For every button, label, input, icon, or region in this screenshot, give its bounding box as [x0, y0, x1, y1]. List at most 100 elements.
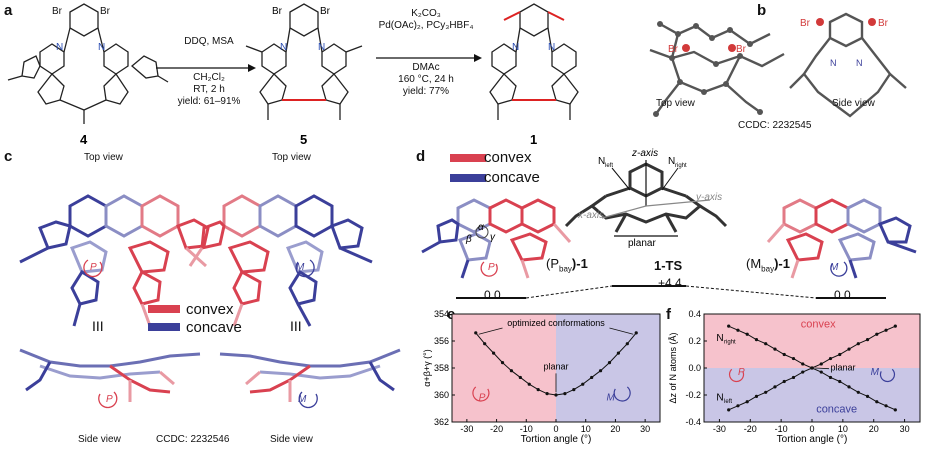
data-point	[764, 390, 768, 394]
convex-legend-swatch	[450, 154, 486, 162]
bay-subscript: bay	[761, 264, 775, 274]
data-point	[625, 342, 629, 346]
n-left-label: N	[716, 392, 723, 403]
p-isomer-prefix: (P	[546, 256, 559, 271]
top-view-caption: Top view	[272, 152, 311, 163]
data-point	[856, 342, 860, 346]
condition-text: DMAc	[412, 62, 440, 73]
m-bay-rotation-icon	[613, 386, 631, 402]
step1-conditions: DDQ, MSA	[170, 36, 248, 48]
x-tick-label: -20	[744, 424, 757, 434]
energy-m: 0.0	[834, 288, 851, 302]
legend-concave-label: concave	[186, 319, 242, 336]
data-point	[838, 379, 842, 384]
br-label: Br	[736, 44, 747, 55]
m-bay-label: M	[871, 367, 880, 378]
bay-subscript: bay	[559, 264, 572, 274]
m-bay-side-model	[219, 348, 401, 402]
x-tick-label: 20	[869, 424, 879, 434]
y-axis-label: α+β+γ (°)	[422, 349, 432, 387]
data-point	[791, 375, 796, 380]
data-point	[736, 404, 740, 408]
side-view-caption: Side view	[78, 434, 121, 445]
data-point	[810, 366, 814, 370]
br-label: Br	[668, 44, 679, 55]
data-point	[554, 393, 558, 397]
y-tick-label: 354	[434, 309, 449, 319]
shaded-region	[704, 368, 920, 422]
p-bay-label: P	[488, 262, 495, 273]
compound-1-label: 1	[530, 132, 537, 147]
data-point	[492, 351, 496, 355]
step1-conditions-below: CH₂Cl₂ RT, 2 h yield: 61–91%	[170, 72, 248, 108]
n-atom-label: N	[280, 42, 287, 53]
data-point	[563, 392, 567, 396]
m-bay-rotation-icon	[879, 368, 896, 383]
x-tick-label: -10	[520, 424, 533, 434]
n-right-label: N	[716, 333, 723, 344]
mirror-plane-left: III	[92, 318, 104, 334]
y-tick-label: 356	[434, 336, 449, 346]
data-point	[801, 370, 805, 374]
shaded-region	[452, 314, 556, 422]
n-left-subscript: left	[724, 399, 732, 405]
planar-label: planar	[628, 238, 656, 249]
data-point	[754, 394, 759, 398]
n-atom-label: N	[512, 42, 519, 53]
n-atom-label: N	[830, 58, 837, 68]
p-bay-rotation-icon	[472, 386, 490, 402]
data-point	[764, 342, 768, 346]
n-right-subscript: right	[675, 163, 687, 169]
compound-4-structure	[7, 3, 169, 124]
data-point	[838, 352, 842, 357]
panel-label-c: c	[4, 148, 13, 165]
data-point	[875, 400, 879, 404]
concave-legend-swatch	[450, 174, 486, 182]
n-atom-label: N	[56, 42, 63, 53]
x-tick-label: -10	[775, 424, 788, 434]
br-label: Br	[320, 6, 331, 17]
p-bay-label: P	[479, 392, 486, 403]
condition-text: K₂CO₃	[411, 8, 441, 19]
beta-angle-label: β	[465, 234, 472, 245]
ccdc-label-b: CCDC: 2232545	[738, 120, 812, 131]
n-atom-label: N	[856, 58, 863, 68]
data-point	[745, 400, 749, 404]
mirror-plane-right: III	[290, 318, 302, 334]
data-point	[518, 375, 522, 380]
concave-legend-swatch	[148, 323, 180, 331]
x-axis-label: Tortion angle (°)	[777, 434, 848, 445]
m-isomer-prefix: (M	[746, 256, 762, 271]
annotation-planar: planar	[543, 361, 568, 371]
legend-convex-label: convex	[186, 301, 234, 318]
data-point	[782, 352, 786, 357]
data-point	[745, 332, 749, 336]
p-isomer-label: (Pbay)-1	[546, 256, 588, 274]
data-point	[581, 382, 585, 386]
annotation-arrow	[815, 367, 829, 370]
step2-conditions-below: DMAc 160 °C, 24 h yield: 77%	[370, 62, 482, 98]
compound-5-label: 5	[300, 132, 307, 147]
n-atom-label: N	[318, 42, 325, 53]
data-point	[727, 408, 731, 412]
data-point	[884, 404, 888, 408]
convex-legend-swatch	[148, 305, 180, 313]
n-right-label: N	[668, 156, 675, 167]
condition-text: yield: 77%	[402, 86, 450, 97]
data-point	[847, 347, 851, 351]
compound-5-structure	[245, 3, 363, 120]
z-axis-label: z-axis	[631, 148, 658, 159]
condition-text: 160 °C, 24 h	[398, 74, 454, 85]
data-point	[782, 379, 786, 384]
data-point	[474, 331, 478, 335]
data-point	[828, 375, 833, 380]
annotation-arrow	[609, 327, 634, 335]
condition-text: Pd(OAc)₂, PCy₃HBF₄	[378, 20, 474, 31]
y-tick-label: 358	[434, 363, 449, 373]
data-point	[875, 332, 879, 336]
m-bay-label: M	[298, 394, 307, 405]
condition-text: yield: 61–91%	[177, 96, 241, 107]
legend-concave-label: concave	[484, 169, 540, 186]
step2-conditions: K₂CO₃ Pd(OAc)₂, PCy₃HBF₄	[370, 8, 482, 32]
data-point	[754, 338, 759, 342]
